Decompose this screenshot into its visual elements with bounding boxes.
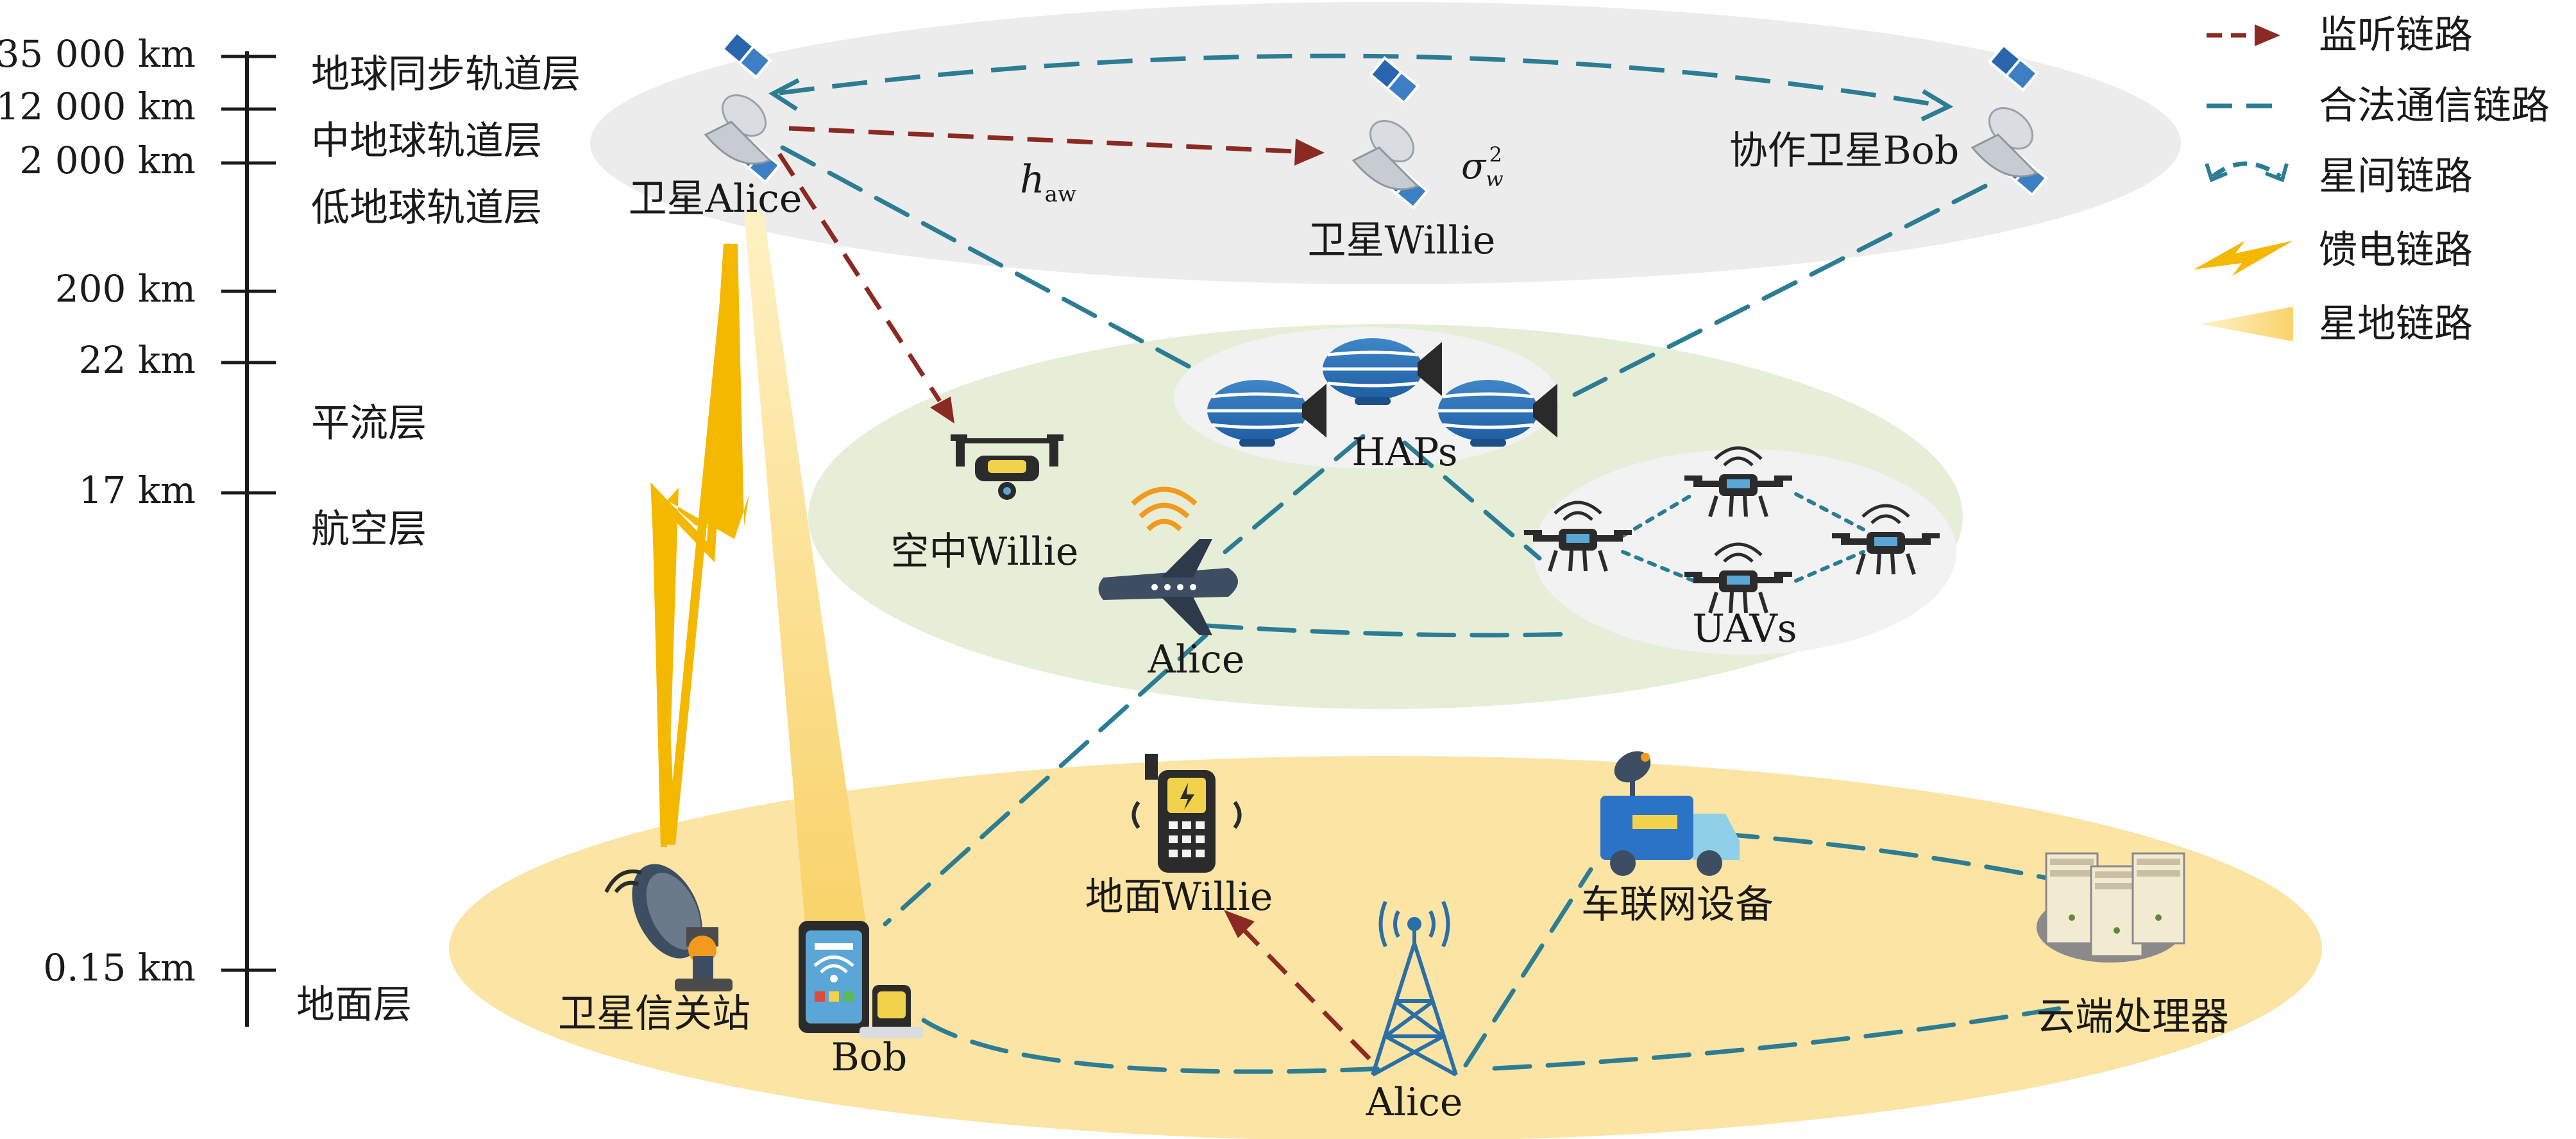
eavesdrop-arrowhead [1294,139,1325,166]
cloud-label: 云端处理器 [2037,995,2229,1040]
cloud-server-icon [2037,852,2185,963]
airplane-alice-icon [1098,486,1238,635]
layer-label: 中地球轨道层 [311,119,542,164]
legend-item-legit: 合法通信链路 [2207,83,2550,128]
satellite-bob-label: 协作卫星Bob [1729,128,1960,173]
legend-item-feeder: 馈电链路 [2194,228,2473,276]
altitude-label: 2 000 km [19,139,196,182]
legend-label: 馈电链路 [2319,228,2473,273]
altitude-tick: 35 000 km 地球同步轨道层 [0,32,580,97]
legend-item-eavesdrop: 监听链路 [2207,13,2473,58]
uav-mesh-link [1621,492,1695,538]
eavesdrop-link [1242,929,1371,1061]
uav-cluster [1533,449,1956,655]
eavesdrop-link [777,153,942,402]
curved-dashed-arrow-icon [2211,161,2282,178]
altitude-label: 0.15 km [43,946,196,989]
eavesdrop-links [777,126,1371,1061]
legend-item-inter-satellite: 星间链路 [2205,154,2473,199]
uavs-label: UAVs [1692,606,1797,651]
inter-satellite-arrowhead [1920,89,1954,122]
uav-mesh-link [1621,550,1695,583]
vehicle-van-icon [1600,751,1740,876]
bob-label: Bob [831,1035,908,1080]
arrowhead-icon [2255,24,2280,46]
satellite-willie-label: 卫星Willie [1308,218,1496,263]
altitude-label: 200 km [55,267,196,311]
legend-label: 监听链路 [2319,13,2473,58]
legit-links [780,145,2068,1074]
tower-alice-label: Alice [1366,1080,1463,1125]
eavesdrop-arrowhead [1224,910,1255,938]
vehicle-label: 车联网设备 [1581,882,1774,927]
uav-mesh-link [1794,550,1865,583]
legit-link [921,1018,1388,1074]
haps-label: HAPs [1352,430,1457,475]
legit-link [1720,832,2055,882]
inter-satellite-link [779,53,1944,108]
satellite-gateway-label: 卫星信关站 [558,991,750,1036]
satellite-alice-label: 卫星Alice [629,176,802,221]
uav-mesh-link [1794,492,1865,531]
eavesdrop-link [788,126,1296,154]
legit-link [1492,1005,2068,1071]
layer-label: 低地球轨道层 [311,185,542,230]
altitude-label: 12 000 km [0,85,196,128]
noise-symbol-sigma: σw2 [1461,142,1504,191]
legend-item-beam: 星地链路 [2200,302,2473,347]
bob-devices-icon [799,921,924,1038]
legit-link [883,633,1208,927]
altitude-label: 22 km [79,338,196,382]
legit-link [1572,184,1988,397]
legend-label: 合法通信链路 [2319,83,2550,128]
legit-link [1463,867,1593,1068]
legend-label: 星地链路 [2319,302,2473,347]
channel-symbol-h: haw [1020,157,1076,207]
lightning-bolt-icon [2194,241,2293,276]
altitude-tick: 22 km 平流层 [79,338,427,446]
beam-wedge-icon [2200,307,2293,341]
altitude-tick: 2 000 km 低地球轨道层 [19,139,542,230]
ground-willie-radio-icon [1131,754,1242,873]
altitude-tick: 0.15 km 地面层 [43,946,412,1027]
altitude-tick: 200 km [55,267,276,311]
eavesdrop-arrowhead [930,397,954,424]
legend: 监听链路 合法通信链路 星间链路 馈电链路 星地链路 [2194,13,2550,347]
airplane-alice-label: Alice [1148,637,1245,682]
legit-link [1223,434,1366,554]
ground-layer [449,756,2322,1139]
satellite-gateway-dish-icon [604,864,733,991]
inter-satellite-arrowhead [768,78,800,111]
altitude-scale: 35 000 km 地球同步轨道层 12 000 km 中地球轨道层 2 000 k… [0,32,580,1027]
layer-label: 地球同步轨道层 [311,52,580,97]
tower-alice-icon [1371,900,1458,1077]
legit-link [1402,440,1542,561]
legit-link [780,145,1202,375]
feeder-link-zigzag [650,243,734,845]
altitude-label: 35 000 km [0,32,196,76]
legit-link [1203,623,1574,638]
layer-label: 地面层 [296,982,412,1027]
satellite-ground-beam [744,212,866,924]
ground-willie-label: 地面Willie [1085,875,1273,920]
air-willie-label: 空中Willie [891,529,1079,574]
altitude-tick: 17 km 航空层 [79,468,427,552]
layer-label: 航空层 [311,507,427,552]
altitude-tick: 12 000 km 中地球轨道层 [0,85,542,164]
legend-label: 星间链路 [2319,154,2473,199]
altitude-label: 17 km [79,468,196,512]
layer-label: 平流层 [311,401,427,446]
